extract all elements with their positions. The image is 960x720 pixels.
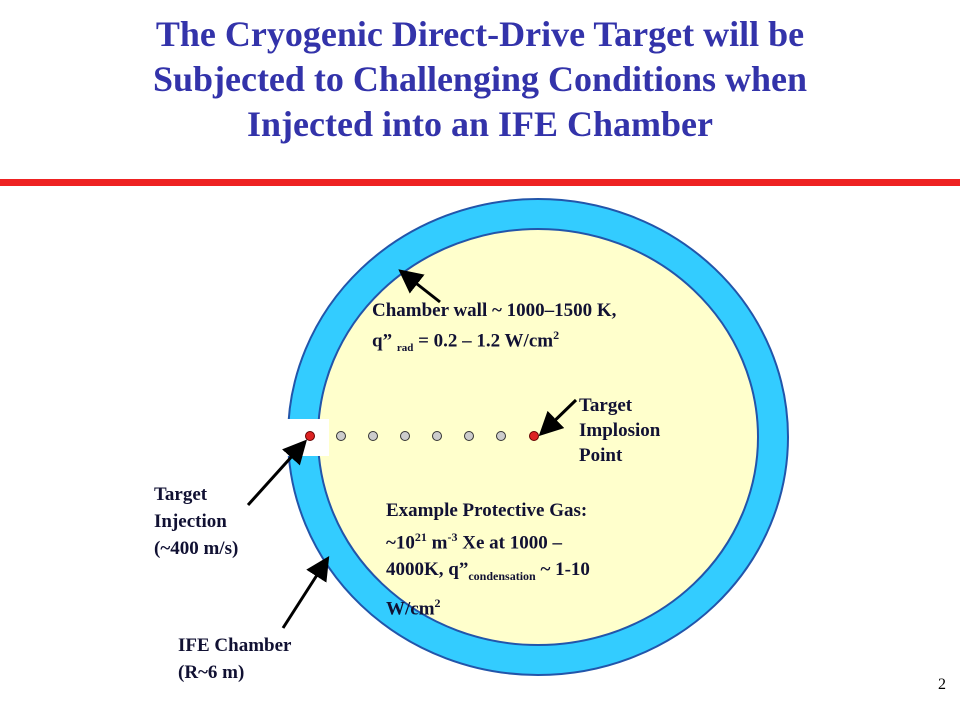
- trajectory-dot: [464, 431, 474, 441]
- chamber-wall-label: Chamber wall ~ 1000–1500 K, q” rad = 0.2…: [372, 300, 617, 355]
- injection-label: Target Injection (~400 m/s): [154, 484, 239, 559]
- ife-chamber-arrow: [281, 555, 330, 629]
- trajectory-dot: [368, 431, 378, 441]
- trajectory-dot: [336, 431, 346, 441]
- target-injected: [305, 431, 315, 441]
- trajectory-dot: [432, 431, 442, 441]
- implosion-point-label: Target Implosion Point: [579, 395, 661, 466]
- target-implosion: [529, 431, 539, 441]
- trajectory: [305, 431, 539, 441]
- title-line: The Cryogenic Direct-Drive Target will b…: [155, 14, 805, 54]
- implosion-arrow: [538, 398, 578, 437]
- chamber-wall-arrow: [398, 269, 441, 304]
- title-divider: [0, 179, 960, 186]
- protective-gas-label: Example Protective Gas: ~1021 m-3 Xe at …: [386, 500, 590, 620]
- page-number: 2: [938, 676, 946, 693]
- title-line: Injected into an IFE Chamber: [247, 104, 713, 144]
- title-line: Subjected to Challenging Conditions when: [152, 59, 808, 99]
- trajectory-dot: [400, 431, 410, 441]
- injection-arrow: [246, 439, 308, 507]
- slide-title: The Cryogenic Direct-Drive Target will b…: [30, 12, 930, 147]
- ife-chamber-label: IFE Chamber (R~6 m): [178, 635, 292, 683]
- trajectory-dot: [496, 431, 506, 441]
